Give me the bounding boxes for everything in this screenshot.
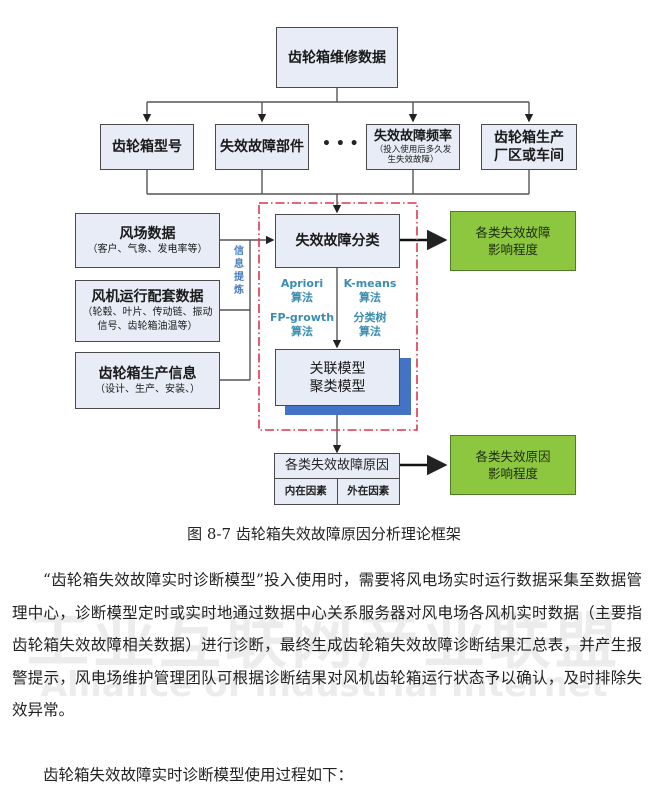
- algo-fpgrowth: FP-growth 算法: [269, 311, 335, 338]
- attr-box-component: 失效故障部件: [215, 124, 309, 170]
- attr-box-model: 齿轮箱型号: [100, 124, 194, 170]
- classify-label: 失效故障分类: [295, 233, 380, 249]
- root-label: 齿轮箱维修数据: [288, 49, 386, 66]
- connector-lines: [142, 88, 534, 476]
- analysis-frame: [258, 202, 418, 431]
- algo-kmeans: K-means 算法: [343, 277, 397, 304]
- source-sub: （轮毂、叶片、传动链、振动信号、齿轮箱油温等）: [82, 307, 213, 332]
- cause-external: 外在因素: [347, 485, 390, 497]
- source-title: 风机运行配套数据: [91, 289, 204, 305]
- extract-label: 信息提炼: [234, 246, 244, 296]
- attr-label: 齿轮箱型号: [112, 139, 182, 155]
- cause-internal: 内在因素: [275, 479, 338, 504]
- attr-box-frequency: 失效故障频率 （投入使用后多久发生失效故障）: [366, 124, 460, 170]
- source-box-windfarm: 风场数据 （客户、气象、发电率等）: [75, 213, 220, 268]
- ellipsis: • • •: [322, 136, 359, 152]
- source-box-turbine: 风机运行配套数据 （轮毂、叶片、传动链、振动信号、齿轮箱油温等）: [75, 280, 220, 342]
- source-sub: （客户、气象、发电率等）: [87, 243, 208, 255]
- attr-sub: （投入使用后多久发生失效故障）: [374, 145, 452, 165]
- attr-label: 失效故障部件: [220, 139, 304, 155]
- cause-table: 各类失效故障原因 内在因素 外在因素: [274, 453, 400, 505]
- body-paragraph: “齿轮箱失效故障实时诊断模型”投入使用时，需要将风电场实时运行数据采集至数据管理…: [12, 571, 642, 719]
- root-box: 齿轮箱维修数据: [276, 27, 398, 88]
- impact-cause-box: 各类失效原因 影响程度: [450, 435, 576, 495]
- source-sub: （设计、生产、安装、）: [95, 383, 200, 395]
- attr-label: 失效故障频率: [373, 129, 452, 144]
- source-title: 齿轮箱生产信息: [98, 365, 197, 382]
- algo-decision-tree: 分类树 算法: [353, 311, 387, 338]
- figure-caption: 图 8-7 齿轮箱失效故障原因分析理论框架: [187, 525, 461, 543]
- attr-label: 齿轮箱生产厂区或车间: [494, 130, 564, 164]
- algo-apriori: Apriori 算法: [280, 277, 324, 304]
- impact-cause-label: 各类失效原因 影响程度: [475, 449, 551, 481]
- model-label-association: 关联模型: [309, 360, 366, 377]
- source-box-production: 齿轮箱生产信息 （设计、生产、安装、）: [75, 352, 220, 409]
- classify-box: 失效故障分类: [275, 214, 400, 268]
- cause-title: 各类失效故障原因: [275, 454, 399, 479]
- body-paragraph-intro: 齿轮箱失效故障实时诊断模型使用过程如下：: [43, 766, 354, 784]
- source-title: 风场数据: [119, 225, 176, 242]
- attr-box-plant: 齿轮箱生产厂区或车间: [481, 124, 577, 170]
- impact-fault-label: 各类失效故障 影响程度: [475, 225, 551, 257]
- model-label-clustering: 聚类模型: [309, 378, 366, 395]
- impact-fault-box: 各类失效故障 影响程度: [450, 211, 576, 271]
- model-box: 关联模型 聚类模型: [275, 349, 400, 406]
